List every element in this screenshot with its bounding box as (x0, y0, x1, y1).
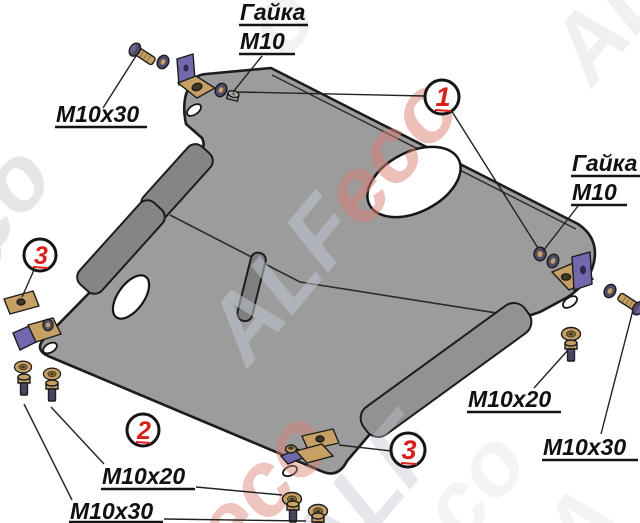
mounting-hole (42, 341, 58, 355)
plate-crease (169, 214, 523, 318)
clamp-assembly-left (3, 290, 62, 402)
callout-number: 2 (136, 417, 151, 445)
callout-number: 3 (401, 435, 416, 465)
callout-3-right: 3 (389, 431, 427, 469)
bracket-seat (191, 82, 203, 92)
callout-circle (423, 78, 461, 116)
bracket-base (294, 443, 335, 464)
leader-line (450, 109, 539, 249)
bracket-hole (580, 265, 586, 275)
label-bolt-right-long: М10x30 (543, 434, 626, 460)
bolt (17, 373, 31, 396)
label-bolt-bottom-long: М10x30 (70, 498, 153, 523)
bracket-seat (560, 273, 572, 281)
watermark: eco (0, 126, 72, 313)
clamp-assembly-bottom (279, 428, 340, 523)
label-bolt-right-short: М10x20 (468, 386, 551, 412)
mounting-hole (186, 103, 202, 117)
bracket-assembly-top-left (126, 40, 241, 102)
leader-line (533, 349, 569, 389)
callout-circle (22, 237, 58, 273)
vent-opening (111, 274, 151, 320)
bolt (311, 512, 325, 523)
leader-line (542, 205, 579, 252)
leader-line (102, 55, 137, 109)
washer (560, 326, 582, 342)
washer (42, 367, 62, 381)
callout-number: 3 (34, 242, 48, 270)
part-labels: Гайка М10 М10x30 Гайка М10 М10x20 М10x30… (55, 0, 640, 523)
label-bolt-top-left: М10x30 (56, 101, 139, 127)
callout-circle (125, 412, 161, 448)
leader-line (21, 269, 35, 298)
callout-circle (389, 431, 427, 469)
label-bolt-bottom-short: М10x20 (102, 463, 185, 489)
bolt (45, 379, 59, 402)
skid-plate (38, 66, 597, 478)
mounting-hole (562, 295, 578, 309)
strap-hole (16, 298, 26, 306)
callout-underline (32, 266, 49, 269)
bolt (614, 289, 640, 318)
leader-line (232, 55, 263, 93)
watermark: AL (528, 0, 640, 102)
engine-opening (366, 145, 462, 219)
mounting-hole (282, 464, 298, 478)
leader-line (23, 403, 73, 501)
callout-2: 2 (125, 412, 161, 448)
label-nut-right-line2: М10 (572, 179, 617, 205)
label-nut-right-line1: Гайка (572, 150, 638, 176)
label-nut-top-line2: М10 (240, 28, 285, 54)
strap-hole (315, 435, 325, 443)
nut (42, 318, 54, 332)
washer (601, 281, 619, 301)
washer (154, 52, 172, 72)
leader-line (236, 91, 426, 97)
leader-line (163, 518, 307, 522)
nut-hole (288, 446, 294, 450)
flange-left-lower (76, 199, 166, 295)
leader-line (600, 309, 634, 435)
bracket-hole (183, 64, 189, 72)
callout-3-left: 3 (22, 237, 58, 273)
callout-1: 1 (423, 78, 461, 116)
leader-line (195, 486, 283, 496)
callout-underline (135, 441, 152, 444)
leader-line (50, 406, 105, 465)
leader-line (338, 444, 392, 452)
leader-lines (21, 55, 634, 522)
label-nut-top-line1: Гайка (240, 0, 306, 25)
callout-underline (434, 109, 452, 112)
bracket-assembly-right (533, 246, 640, 362)
washer (13, 360, 33, 374)
flange-bottom-right (359, 302, 533, 438)
flange-middle (236, 251, 267, 323)
callout-number: 1 (435, 82, 450, 112)
callout-underline (400, 462, 418, 465)
